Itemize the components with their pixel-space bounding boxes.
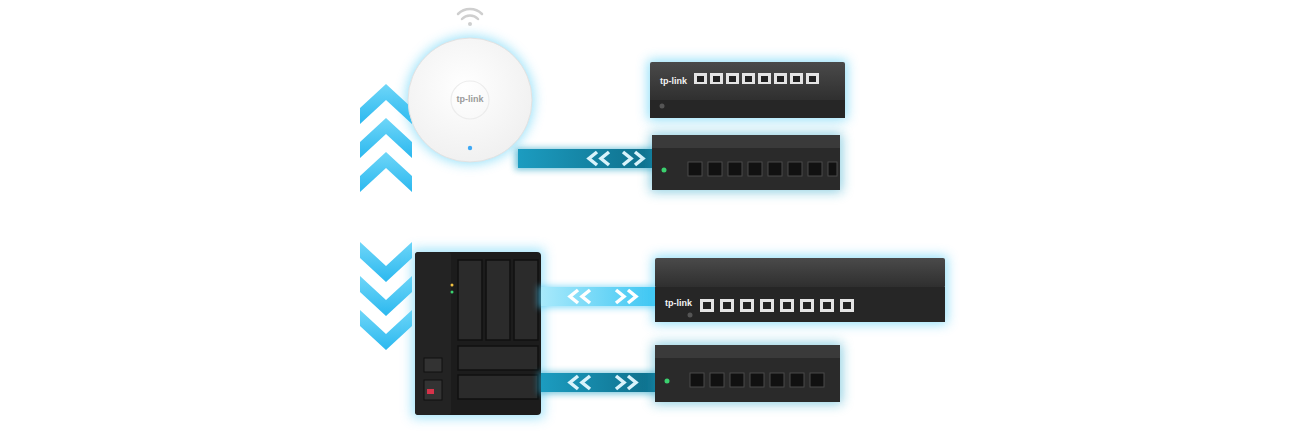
- brand-logo: tp-link: [665, 299, 692, 309]
- up-chevrons: [360, 84, 412, 192]
- band-line: [526, 71, 650, 90]
- switch-body: [648, 60, 847, 120]
- switch-body: [650, 133, 842, 192]
- link-band: [538, 286, 658, 308]
- switch-node: tp-link: [650, 62, 845, 118]
- arrow-head: [564, 74, 572, 87]
- switch-body: [653, 343, 842, 404]
- band-glow: [526, 68, 650, 92]
- nas-device: [412, 249, 544, 418]
- access-point-node: tp-link: [408, 38, 532, 162]
- switch-node: tp-link: [655, 258, 945, 322]
- arrow-head: [576, 74, 584, 87]
- wifi-icon: [458, 9, 482, 26]
- link-band: [538, 372, 658, 394]
- link-band: [515, 148, 655, 170]
- brand-logo: tp-link: [457, 95, 484, 105]
- arrow-head: [621, 74, 629, 87]
- arrow-head: [609, 74, 617, 87]
- switch-body: [653, 256, 947, 324]
- brand-logo: tp-link: [660, 77, 687, 87]
- link-band: [526, 74, 650, 87]
- down-chevrons: [360, 242, 412, 350]
- access-point: [406, 36, 534, 164]
